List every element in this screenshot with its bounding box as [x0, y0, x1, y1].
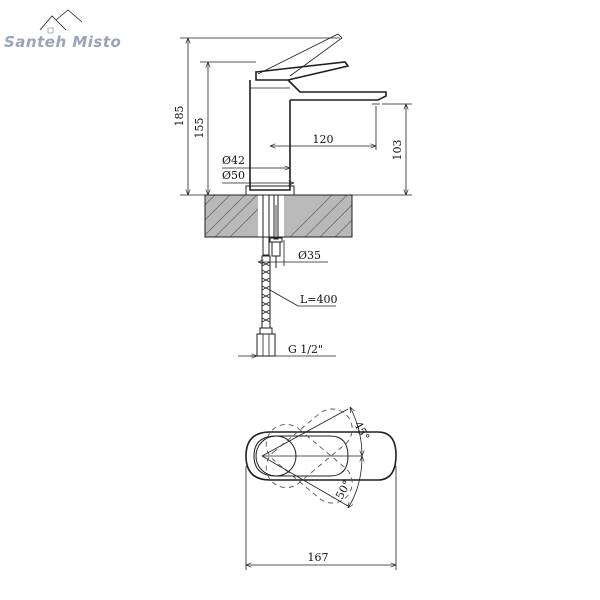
top-body-outline — [245, 431, 397, 481]
faucet-spout — [287, 79, 387, 101]
window-icon — [47, 27, 54, 34]
handle-lever — [255, 61, 350, 81]
arc-50 — [348, 456, 362, 508]
dim-label-103: 103 — [391, 140, 404, 161]
dim-label-angle45: 45° — [351, 419, 372, 442]
logo-text: Santeh Misto — [4, 33, 121, 51]
dim-label-155: 155 — [193, 118, 206, 139]
faucet-top-view: 45° 50° — [245, 401, 397, 511]
dim-label-dia50: Ø50 — [222, 169, 245, 182]
dim-label-angle50: 50° — [333, 478, 354, 501]
arc-45 — [350, 407, 362, 456]
stud-nut — [271, 241, 281, 257]
dim-label-185: 185 — [173, 106, 186, 127]
hose-ferrule — [259, 327, 273, 335]
handle-rotated-right — [265, 423, 353, 504]
faucet-body — [249, 80, 291, 191]
dim-label-dia35: Ø35 — [298, 249, 321, 262]
dim-label-167: 167 — [308, 551, 329, 564]
handle-raised-outline — [257, 33, 343, 77]
countertop-section — [204, 194, 353, 238]
angle-ray-up — [261, 408, 349, 457]
dim-label-thread: G 1/2" — [288, 343, 323, 356]
dim-label-hose-length: L=400 — [300, 293, 338, 306]
top-view-dimensions: 167 — [245, 466, 397, 570]
hose-nut — [256, 333, 276, 357]
mounting-assembly — [256, 194, 283, 357]
braided-hose — [261, 255, 271, 329]
angle-ray-down — [261, 455, 349, 507]
dim-label-dia42: Ø42 — [222, 154, 245, 167]
threaded-stud — [273, 194, 279, 240]
hose-upper — [262, 194, 270, 256]
side-view-dimensions: 185 155 120 103 Ø42 Ø50 Ø35 L=400 G 1/2" — [173, 37, 412, 356]
handle-rotated-left — [265, 408, 353, 489]
faucet-side-view — [245, 33, 387, 196]
house-roof-icon — [39, 9, 83, 31]
brand-logo: Santeh Misto — [4, 9, 121, 51]
dim-label-120: 120 — [313, 133, 334, 146]
mounting-hole — [258, 195, 284, 237]
